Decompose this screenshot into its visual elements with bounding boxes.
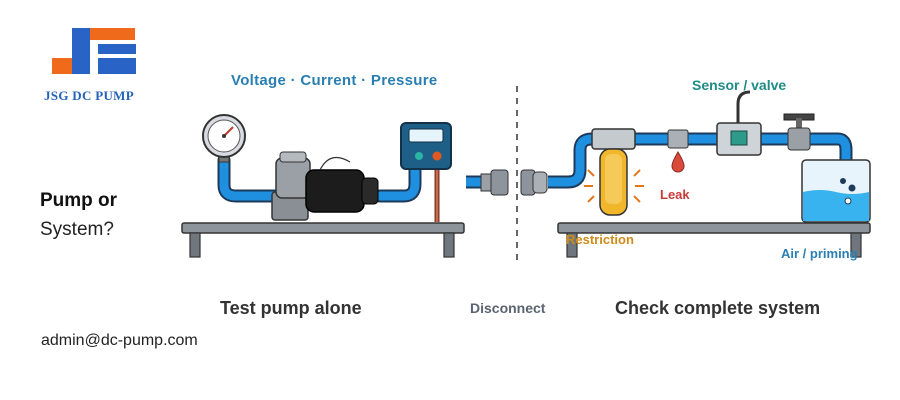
filter-housing bbox=[584, 128, 644, 216]
right-pipes bbox=[548, 132, 853, 189]
left-pipes bbox=[217, 153, 440, 222]
restriction-label: Restriction bbox=[566, 232, 634, 247]
air-priming-label: Air / priming bbox=[781, 246, 858, 261]
measurements-label: Voltage · Current · Pressure bbox=[231, 72, 438, 89]
brand-logo bbox=[52, 28, 136, 74]
leak-label: Leak bbox=[660, 187, 690, 202]
flow-sensor bbox=[716, 90, 762, 156]
leak-coupling bbox=[667, 129, 689, 173]
caption-check-system: Check complete system bbox=[615, 298, 821, 318]
caption-disconnect: Disconnect bbox=[470, 300, 546, 316]
sensor-valve-label: Sensor / valve bbox=[692, 77, 787, 93]
question-line-2: System? bbox=[40, 219, 114, 240]
question-line-1: Pump or bbox=[40, 190, 118, 211]
water-tank bbox=[801, 159, 871, 223]
disconnected-fittings bbox=[466, 169, 548, 196]
dc-pump bbox=[271, 151, 379, 221]
ball-valve bbox=[783, 113, 815, 151]
contact-email: admin@dc-pump.com bbox=[41, 332, 198, 349]
caption-test-pump: Test pump alone bbox=[220, 298, 362, 318]
right-bench bbox=[557, 222, 871, 258]
pressure-gauge bbox=[202, 114, 246, 163]
voltage-current-meter bbox=[400, 122, 452, 170]
brand-name: JSG DC PUMP bbox=[44, 88, 134, 103]
left-bench bbox=[181, 222, 465, 258]
